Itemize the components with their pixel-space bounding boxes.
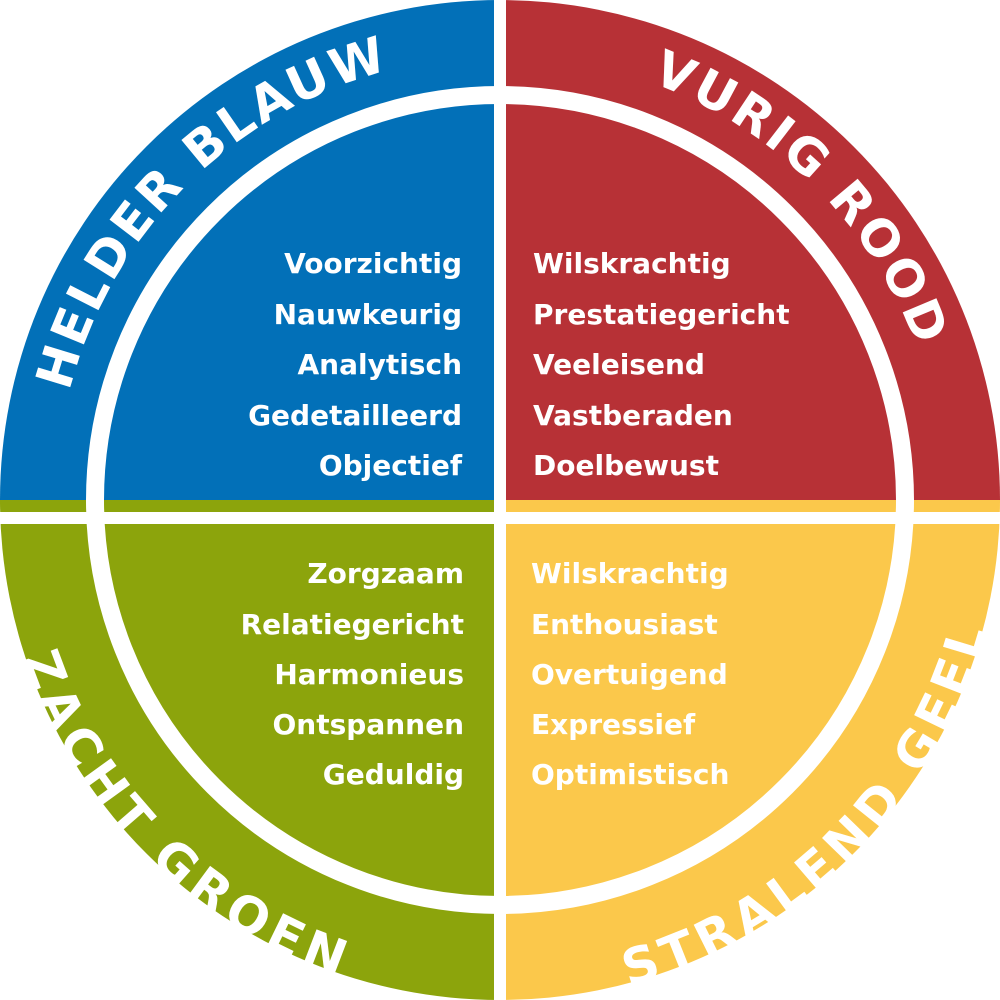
trait-list-yellow: Wilskrachtig Enthousiast Overtuigend Exp… [531, 557, 729, 791]
trait-list-red: Wilskrachtig Prestatiegericht Veeleisend… [533, 247, 790, 482]
trait-item: Expressief [531, 708, 696, 741]
trait-item: Wilskrachtig [531, 557, 729, 590]
trait-item: Voorzichtig [284, 247, 462, 280]
outer-ring-segment-green [0, 500, 500, 1000]
trait-item: Analytisch [297, 348, 462, 381]
trait-item: Optimistisch [531, 758, 729, 791]
divider-horizontal [0, 512, 1000, 524]
quadrant-vurig-rood [500, 0, 1000, 500]
trait-item: Gedetailleerd [248, 399, 462, 432]
outer-ring-segment-yellow [500, 500, 1000, 1000]
trait-item: Overtuigend [531, 658, 728, 691]
trait-list-blue: Voorzichtig Nauwkeurig Analytisch Gedeta… [248, 247, 463, 482]
outer-ring-segment-blue [0, 0, 500, 500]
trait-item: Enthousiast [531, 608, 718, 641]
trait-item: Vastberaden [533, 399, 733, 432]
trait-item: Harmonieus [274, 658, 464, 691]
trait-list-green: Zorgzaam Relatiegericht Harmonieus Ontsp… [241, 557, 464, 791]
trait-item: Objectief [319, 449, 463, 482]
trait-item: Wilskrachtig [533, 247, 731, 280]
trait-item: Relatiegericht [241, 608, 464, 641]
divider-vertical [494, 0, 506, 1000]
trait-item: Veeleisend [533, 348, 705, 381]
trait-item: Nauwkeurig [274, 298, 462, 331]
trait-item: Doelbewust [533, 449, 719, 482]
trait-item: Geduldig [323, 758, 464, 791]
quadrant-stralend-geel [500, 500, 1000, 1000]
quadrant-zacht-groen [0, 500, 500, 1000]
quadrant-helder-blauw [0, 0, 500, 500]
outer-ring-segment-red [500, 0, 1000, 500]
trait-item: Ontspannen [272, 708, 464, 741]
trait-item: Zorgzaam [307, 557, 464, 590]
trait-item: Prestatiegericht [533, 298, 790, 331]
